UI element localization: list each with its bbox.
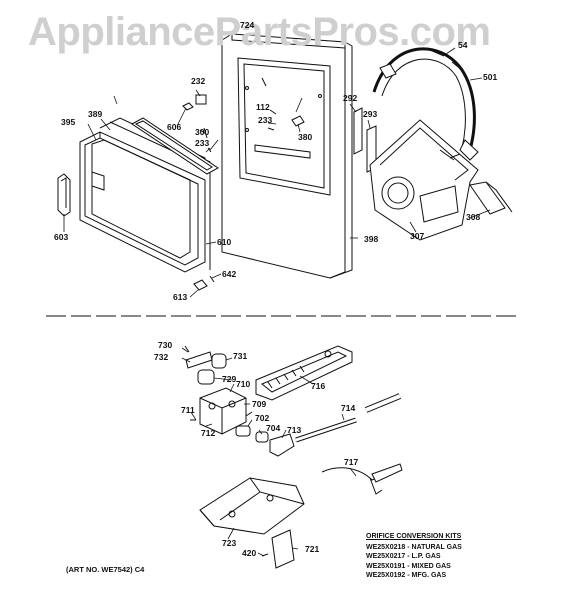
igniter-717 [321, 463, 403, 495]
label-713: 713 [287, 425, 302, 435]
label-389: 389 [88, 109, 103, 119]
bulkhead-307 [369, 119, 479, 241]
label-732: 732 [154, 352, 169, 362]
door-liner-300 [131, 117, 219, 175]
label-501: 501 [483, 72, 498, 82]
label-731: 731 [233, 351, 248, 361]
label-721: 721 [305, 544, 320, 554]
arc-support-501 [372, 47, 479, 161]
label-709: 709 [252, 399, 267, 409]
watermark-text: AppliancePartsPros.com [28, 10, 491, 54]
label-233-upper: 233 [195, 138, 210, 148]
label-729: 729 [222, 374, 237, 384]
kit-item: WE25X0218 - NATURAL GAS [366, 543, 462, 551]
label-112: 112 [256, 102, 270, 112]
label-395: 395 [61, 117, 76, 127]
label-702: 702 [255, 413, 270, 423]
label-714: 714 [341, 403, 356, 413]
label-724: 724 [240, 20, 255, 30]
label-232: 232 [191, 76, 206, 86]
door-assembly [79, 117, 211, 273]
label-380: 380 [298, 132, 313, 142]
label-54: 54 [458, 40, 468, 50]
duct-308 [469, 181, 513, 215]
coils-729 [184, 345, 227, 385]
orifice-conversion-kits: ORIFICE CONVERSION KITS WE25X0218 - NATU… [366, 532, 462, 581]
label-716: 716 [311, 381, 326, 391]
front-panel-398 [221, 33, 353, 279]
label-398: 398 [364, 234, 379, 244]
label-723: 723 [222, 538, 237, 548]
label-610: 610 [217, 237, 232, 247]
gas-pipe-714 [295, 393, 402, 443]
label-642: 642 [222, 269, 237, 279]
label-233-panel: 233 [258, 115, 273, 125]
gas-valve-710 [199, 387, 247, 435]
label-710: 710 [236, 379, 251, 389]
label-308: 308 [466, 212, 481, 222]
label-293: 293 [363, 109, 378, 119]
kit-item: WE25X0191 - MIXED GAS [366, 562, 451, 570]
valve-fittings [190, 411, 295, 457]
label-606: 606 [167, 122, 182, 132]
label-300: 300 [195, 127, 210, 137]
label-420: 420 [242, 548, 257, 558]
mounting-bracket-723 [199, 477, 305, 535]
label-603: 603 [54, 232, 69, 242]
bracket-721 [261, 529, 295, 569]
label-712: 712 [201, 428, 216, 438]
label-717: 717 [344, 457, 359, 467]
label-730: 730 [158, 340, 173, 350]
leader-lines [63, 47, 491, 557]
kits-title: ORIFICE CONVERSION KITS [366, 533, 462, 540]
label-613: 613 [173, 292, 188, 302]
label-704: 704 [266, 423, 281, 433]
kit-item: WE25X0192 - MFG. GAS [366, 572, 447, 579]
burner-assembly-716 [255, 345, 353, 401]
art-number: (ART NO. WE7542) C4 [66, 565, 145, 574]
door-handle-603 [57, 173, 71, 217]
label-292: 292 [343, 93, 358, 103]
kit-item: WE25X0217 - L.P. GAS [366, 553, 441, 560]
label-711: 711 [181, 405, 195, 415]
label-307: 307 [410, 231, 425, 241]
